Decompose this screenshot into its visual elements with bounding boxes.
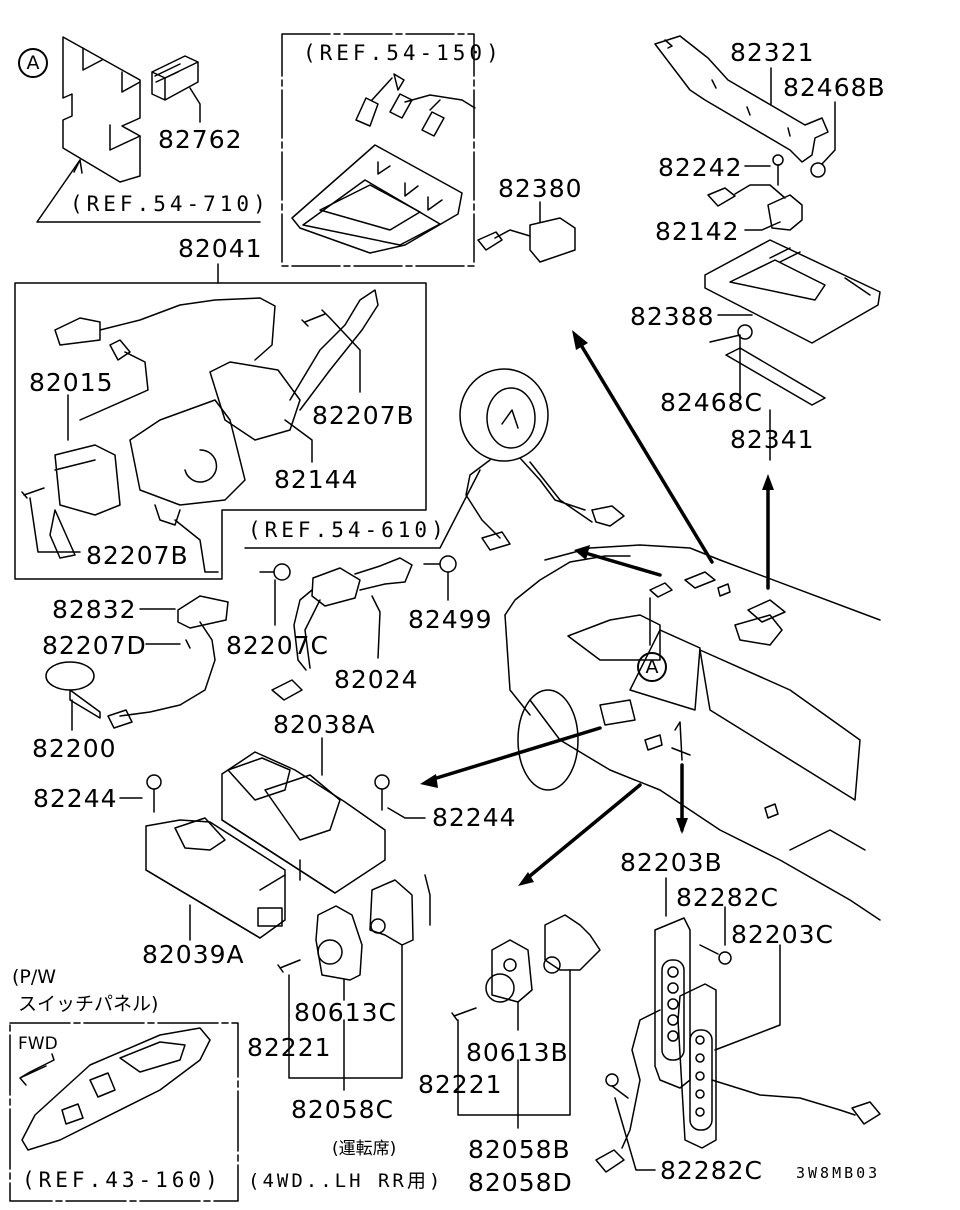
part-label-82024[interactable]: 82024 xyxy=(334,665,419,694)
part-label-82499[interactable]: 82499 xyxy=(408,605,493,634)
part-label-82207d[interactable]: 82207D xyxy=(42,631,147,660)
sensor-82832-drawing xyxy=(46,596,228,728)
leaders-82244-group xyxy=(120,738,425,940)
switch-panel-drawing xyxy=(20,1028,210,1150)
leaders-82321-group xyxy=(745,68,835,230)
part-label-82221-right[interactable]: 82221 xyxy=(418,1070,503,1099)
part-label-82388[interactable]: 82388 xyxy=(630,302,715,331)
part-label-82015[interactable]: 82015 xyxy=(29,368,114,397)
dome-light-assembly-drawing xyxy=(292,74,475,253)
courtesy-lamp-b-drawing xyxy=(596,918,690,1172)
junction-block-drawing xyxy=(63,37,140,182)
leaders-82388-group xyxy=(710,315,770,460)
part-label-82144[interactable]: 82144 xyxy=(274,465,359,494)
part-label-82207b-top[interactable]: 82207B xyxy=(312,401,415,430)
part-label-82282c-bottom[interactable]: 82282C xyxy=(660,1156,763,1185)
pw-switch-panel-note-line1: (P/W xyxy=(12,966,57,988)
vehicle-body-drawing xyxy=(505,545,880,920)
ref-43-160-box xyxy=(10,1023,238,1201)
leaders-82024-group xyxy=(275,572,448,658)
part-label-82203c[interactable]: 82203C xyxy=(731,920,834,949)
part-label-82468c[interactable]: 82468C xyxy=(660,388,763,417)
part-label-82244-left[interactable]: 82244 xyxy=(33,784,118,813)
part-label-82039a[interactable]: 82039A xyxy=(142,940,245,969)
fwd-label: FWD xyxy=(18,1034,58,1054)
leaders-82058C-group xyxy=(289,945,402,1090)
screw-82244-drawings xyxy=(147,775,389,812)
screw-drawings xyxy=(22,310,330,498)
clock-spring-drawing xyxy=(460,369,624,550)
door-switch-c-drawing xyxy=(278,875,430,980)
part-label-82058b[interactable]: 82058B xyxy=(468,1135,571,1164)
part-label-82058d[interactable]: 82058D xyxy=(468,1168,573,1197)
leaders-82041-group xyxy=(30,318,360,572)
part-label-82832[interactable]: 82832 xyxy=(52,595,137,624)
combination-switch-box xyxy=(15,283,426,579)
leaders-82832-group xyxy=(72,609,180,730)
lens-82341-drawing xyxy=(726,325,825,405)
module-82380-drawing xyxy=(478,218,575,262)
part-label-82762[interactable]: 82762 xyxy=(158,125,243,154)
arrowheads xyxy=(420,330,774,886)
room-lamp-82388-drawing xyxy=(705,240,880,343)
callout-arrows xyxy=(430,340,768,880)
part-label-82203b[interactable]: 82203B xyxy=(620,848,723,877)
door-switch-b-drawing xyxy=(452,915,600,1020)
part-label-82221-left[interactable]: 82221 xyxy=(247,1033,332,1062)
part-label-82142[interactable]: 82142 xyxy=(655,217,740,246)
ref-54-610[interactable]: (REF.54-610) xyxy=(248,518,448,542)
callout-marker-a: A xyxy=(18,48,48,78)
connector-82142-drawing xyxy=(708,185,802,230)
part-label-82341[interactable]: 82341 xyxy=(730,425,815,454)
diagram-code: 3W8MB03 xyxy=(796,1164,881,1182)
part-label-82242[interactable]: 82242 xyxy=(658,153,743,182)
callout-marker-a-vehicle: A xyxy=(637,652,667,682)
part-label-82207b-bottom[interactable]: 82207B xyxy=(86,541,189,570)
sensor-82024-drawing xyxy=(260,556,456,700)
ref-54-710-leader xyxy=(37,160,260,222)
part-label-82244-right[interactable]: 82244 xyxy=(432,803,517,832)
part-label-82207c[interactable]: 82207C xyxy=(226,631,329,660)
leaders-lamp-group xyxy=(615,878,780,1170)
ref-43-160[interactable]: (REF.43-160) xyxy=(22,1168,222,1192)
pw-switch-panel-note-line2: スイッチパネル) xyxy=(18,993,159,1015)
part-label-82380[interactable]: 82380 xyxy=(498,174,583,203)
courtesy-lamp-c-drawing xyxy=(606,945,880,1148)
arrowhead xyxy=(74,160,82,173)
power-window-main-switch-drawing xyxy=(222,752,385,893)
relay-connector-drawing xyxy=(152,56,200,122)
part-label-82200[interactable]: 82200 xyxy=(32,734,117,763)
part-label-82321[interactable]: 82321 xyxy=(730,38,815,67)
driver-seat-note: (運転席) xyxy=(332,1139,397,1159)
part-label-82038a[interactable]: 82038A xyxy=(273,710,376,739)
part-label-80613c[interactable]: 80613C xyxy=(294,998,397,1027)
part-label-82468b[interactable]: 82468B xyxy=(783,73,886,102)
ref-54-150-box xyxy=(282,34,474,266)
leaders-82058B-group xyxy=(458,970,570,1128)
combination-switch-drawing xyxy=(50,290,378,558)
ref-54-150[interactable]: (REF.54-150) xyxy=(303,41,503,65)
part-label-82058c[interactable]: 82058C xyxy=(291,1095,394,1124)
ref-54-710[interactable]: (REF.54-710) xyxy=(70,192,270,216)
power-window-sub-switch-drawing xyxy=(146,818,285,938)
part-label-82282c-top[interactable]: 82282C xyxy=(676,883,779,912)
lh-rr-4wd-note: (4WD..LH RR用) xyxy=(248,1170,444,1192)
part-label-80613b[interactable]: 80613B xyxy=(466,1038,569,1067)
roof-bracket-82321-drawing xyxy=(655,36,828,185)
part-label-82041[interactable]: 82041 xyxy=(178,234,263,263)
